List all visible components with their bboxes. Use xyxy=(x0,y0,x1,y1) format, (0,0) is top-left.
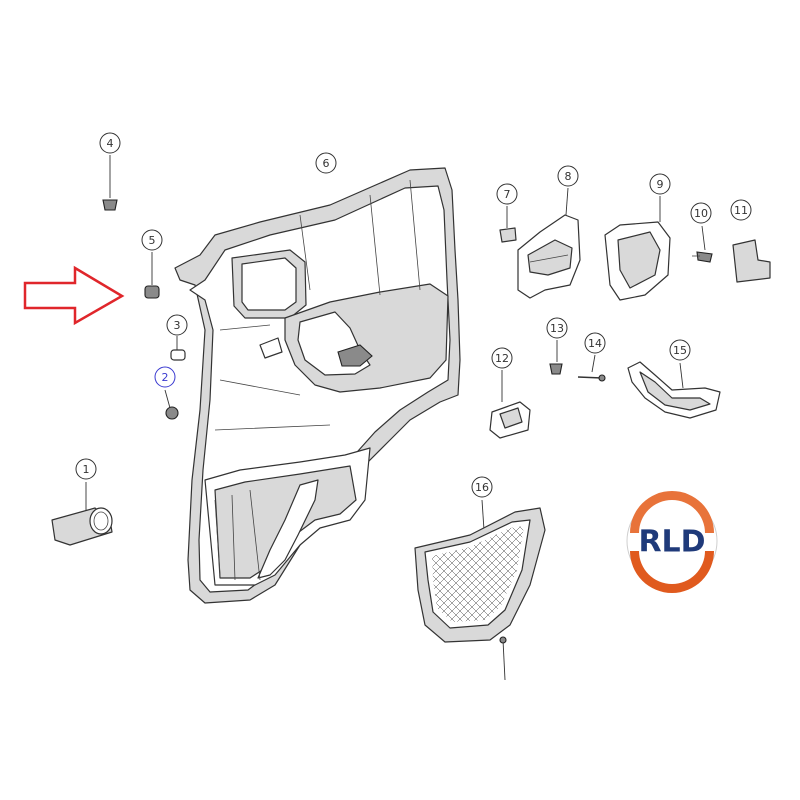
callout-circle xyxy=(649,173,671,195)
callout-label: 5 xyxy=(149,234,156,247)
net-line xyxy=(477,526,524,622)
callout-label: 12 xyxy=(495,352,509,365)
red-arrow-icon xyxy=(23,265,125,326)
net-line xyxy=(432,526,475,622)
callout-label: 1 xyxy=(83,463,90,476)
callout-10: 10 xyxy=(690,202,712,224)
callout-circle xyxy=(154,366,176,388)
logo-ring-top xyxy=(630,491,714,533)
screw-part-14 xyxy=(577,354,606,382)
callout-5: 5 xyxy=(141,229,163,251)
callout-12: 12 xyxy=(491,347,513,369)
callout-label: 8 xyxy=(565,170,572,183)
screw-part xyxy=(164,389,179,420)
callout-circle xyxy=(75,458,97,480)
callout-3: 3 xyxy=(166,314,188,336)
callout-16: 16 xyxy=(471,476,493,498)
callout-label: 14 xyxy=(588,337,602,350)
end-cap-part xyxy=(732,239,771,283)
callout-circle xyxy=(491,347,513,369)
clip-part-13 xyxy=(549,340,563,375)
callout-9: 9 xyxy=(649,173,671,195)
callout-circle xyxy=(99,132,121,154)
callout-2: 2 xyxy=(154,366,176,388)
callout-circle xyxy=(496,183,518,205)
net-line xyxy=(432,526,515,622)
callout-label: 7 xyxy=(504,188,511,201)
callout-label: 2 xyxy=(162,371,169,384)
callout-1: 1 xyxy=(75,458,97,480)
callout-label: 10 xyxy=(694,207,708,220)
callout-7: 7 xyxy=(496,183,518,205)
callout-circle xyxy=(546,317,568,339)
grab-handle-part xyxy=(627,361,721,419)
net-line xyxy=(501,526,524,622)
callout-label: 15 xyxy=(673,344,687,357)
door-trim-panel xyxy=(174,167,461,604)
callout-circle xyxy=(730,199,752,221)
net-line xyxy=(534,525,634,625)
map-pocket-part xyxy=(414,499,634,681)
callout-circle xyxy=(557,165,579,187)
cup-holder-part xyxy=(51,482,113,546)
net-line xyxy=(432,526,467,622)
net-line xyxy=(432,526,507,622)
net-line xyxy=(485,526,524,622)
push-pin-part xyxy=(102,155,118,211)
callout-15: 15 xyxy=(669,339,691,361)
callout-label: 4 xyxy=(107,137,114,150)
net-line xyxy=(432,526,491,622)
screw-part-10 xyxy=(692,225,713,263)
callout-4: 4 xyxy=(99,132,121,154)
callout-6: 6 xyxy=(315,152,337,174)
net-line xyxy=(493,526,524,622)
callout-14: 14 xyxy=(584,332,606,354)
callout-8: 8 xyxy=(557,165,579,187)
handle-bezel-part xyxy=(517,187,581,299)
net-line xyxy=(534,525,634,625)
callout-circle xyxy=(166,314,188,336)
net-line xyxy=(432,526,499,622)
callout-label: 6 xyxy=(323,157,330,170)
rld-logo: RLD xyxy=(626,491,718,593)
callout-13: 13 xyxy=(546,317,568,339)
logo-ring-bottom xyxy=(630,551,714,593)
callout-label: 3 xyxy=(174,319,181,332)
pull-cup-part xyxy=(604,196,671,301)
small-clip-part xyxy=(499,206,517,243)
callout-label: 11 xyxy=(734,204,748,217)
grommet-part xyxy=(170,336,186,361)
callout-circle xyxy=(141,229,163,251)
net-line xyxy=(477,526,524,622)
switch-bezel-part xyxy=(489,370,531,439)
callout-11: 11 xyxy=(730,199,752,221)
callout-circle xyxy=(669,339,691,361)
callout-circle xyxy=(584,332,606,354)
callout-label: 13 xyxy=(550,322,564,335)
callout-label: 9 xyxy=(657,178,664,191)
net-line xyxy=(432,526,483,622)
callout-circle xyxy=(690,202,712,224)
clip-part xyxy=(144,252,160,299)
callout-circle xyxy=(471,476,493,498)
logo-text: RLD xyxy=(638,525,705,560)
callout-label: 16 xyxy=(475,481,489,494)
net-line xyxy=(432,526,459,622)
callout-circle xyxy=(315,152,337,174)
